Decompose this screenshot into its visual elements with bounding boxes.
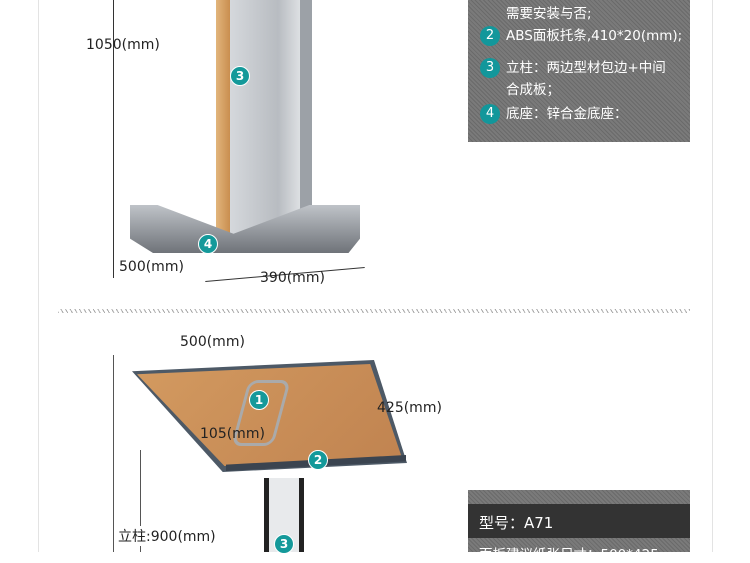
model-panel: 型号：A71 面板建议纸张尺寸：500*425 — [468, 490, 690, 563]
depth-dim-bottom: 425(mm) — [377, 400, 442, 416]
clip-dim: 105(mm) — [200, 426, 265, 442]
depth-dim: 500(mm) — [119, 259, 184, 275]
badge-4: 4 — [198, 234, 218, 254]
spec-3-cont: 合成板； — [506, 82, 560, 98]
height-dim: 1050(mm) — [86, 37, 160, 53]
badge-3-bottom: 3 — [274, 534, 294, 554]
border-right — [712, 0, 713, 552]
border-left — [38, 0, 39, 552]
width-dim-bottom: 500(mm) — [180, 334, 245, 350]
divider — [58, 309, 690, 313]
column-dim: 立柱:900(mm) — [118, 526, 216, 546]
width-dim: 390(mm) — [260, 270, 325, 286]
badge-2: 2 — [308, 450, 328, 470]
model-label: 型号：A71 — [479, 514, 554, 532]
badge-3: 3 — [230, 66, 250, 86]
spec-1: 需要安装与否; — [506, 6, 592, 22]
badge-1: 1 — [249, 390, 269, 410]
paper-size: 面板建议纸张尺寸：500*425 — [479, 547, 659, 563]
